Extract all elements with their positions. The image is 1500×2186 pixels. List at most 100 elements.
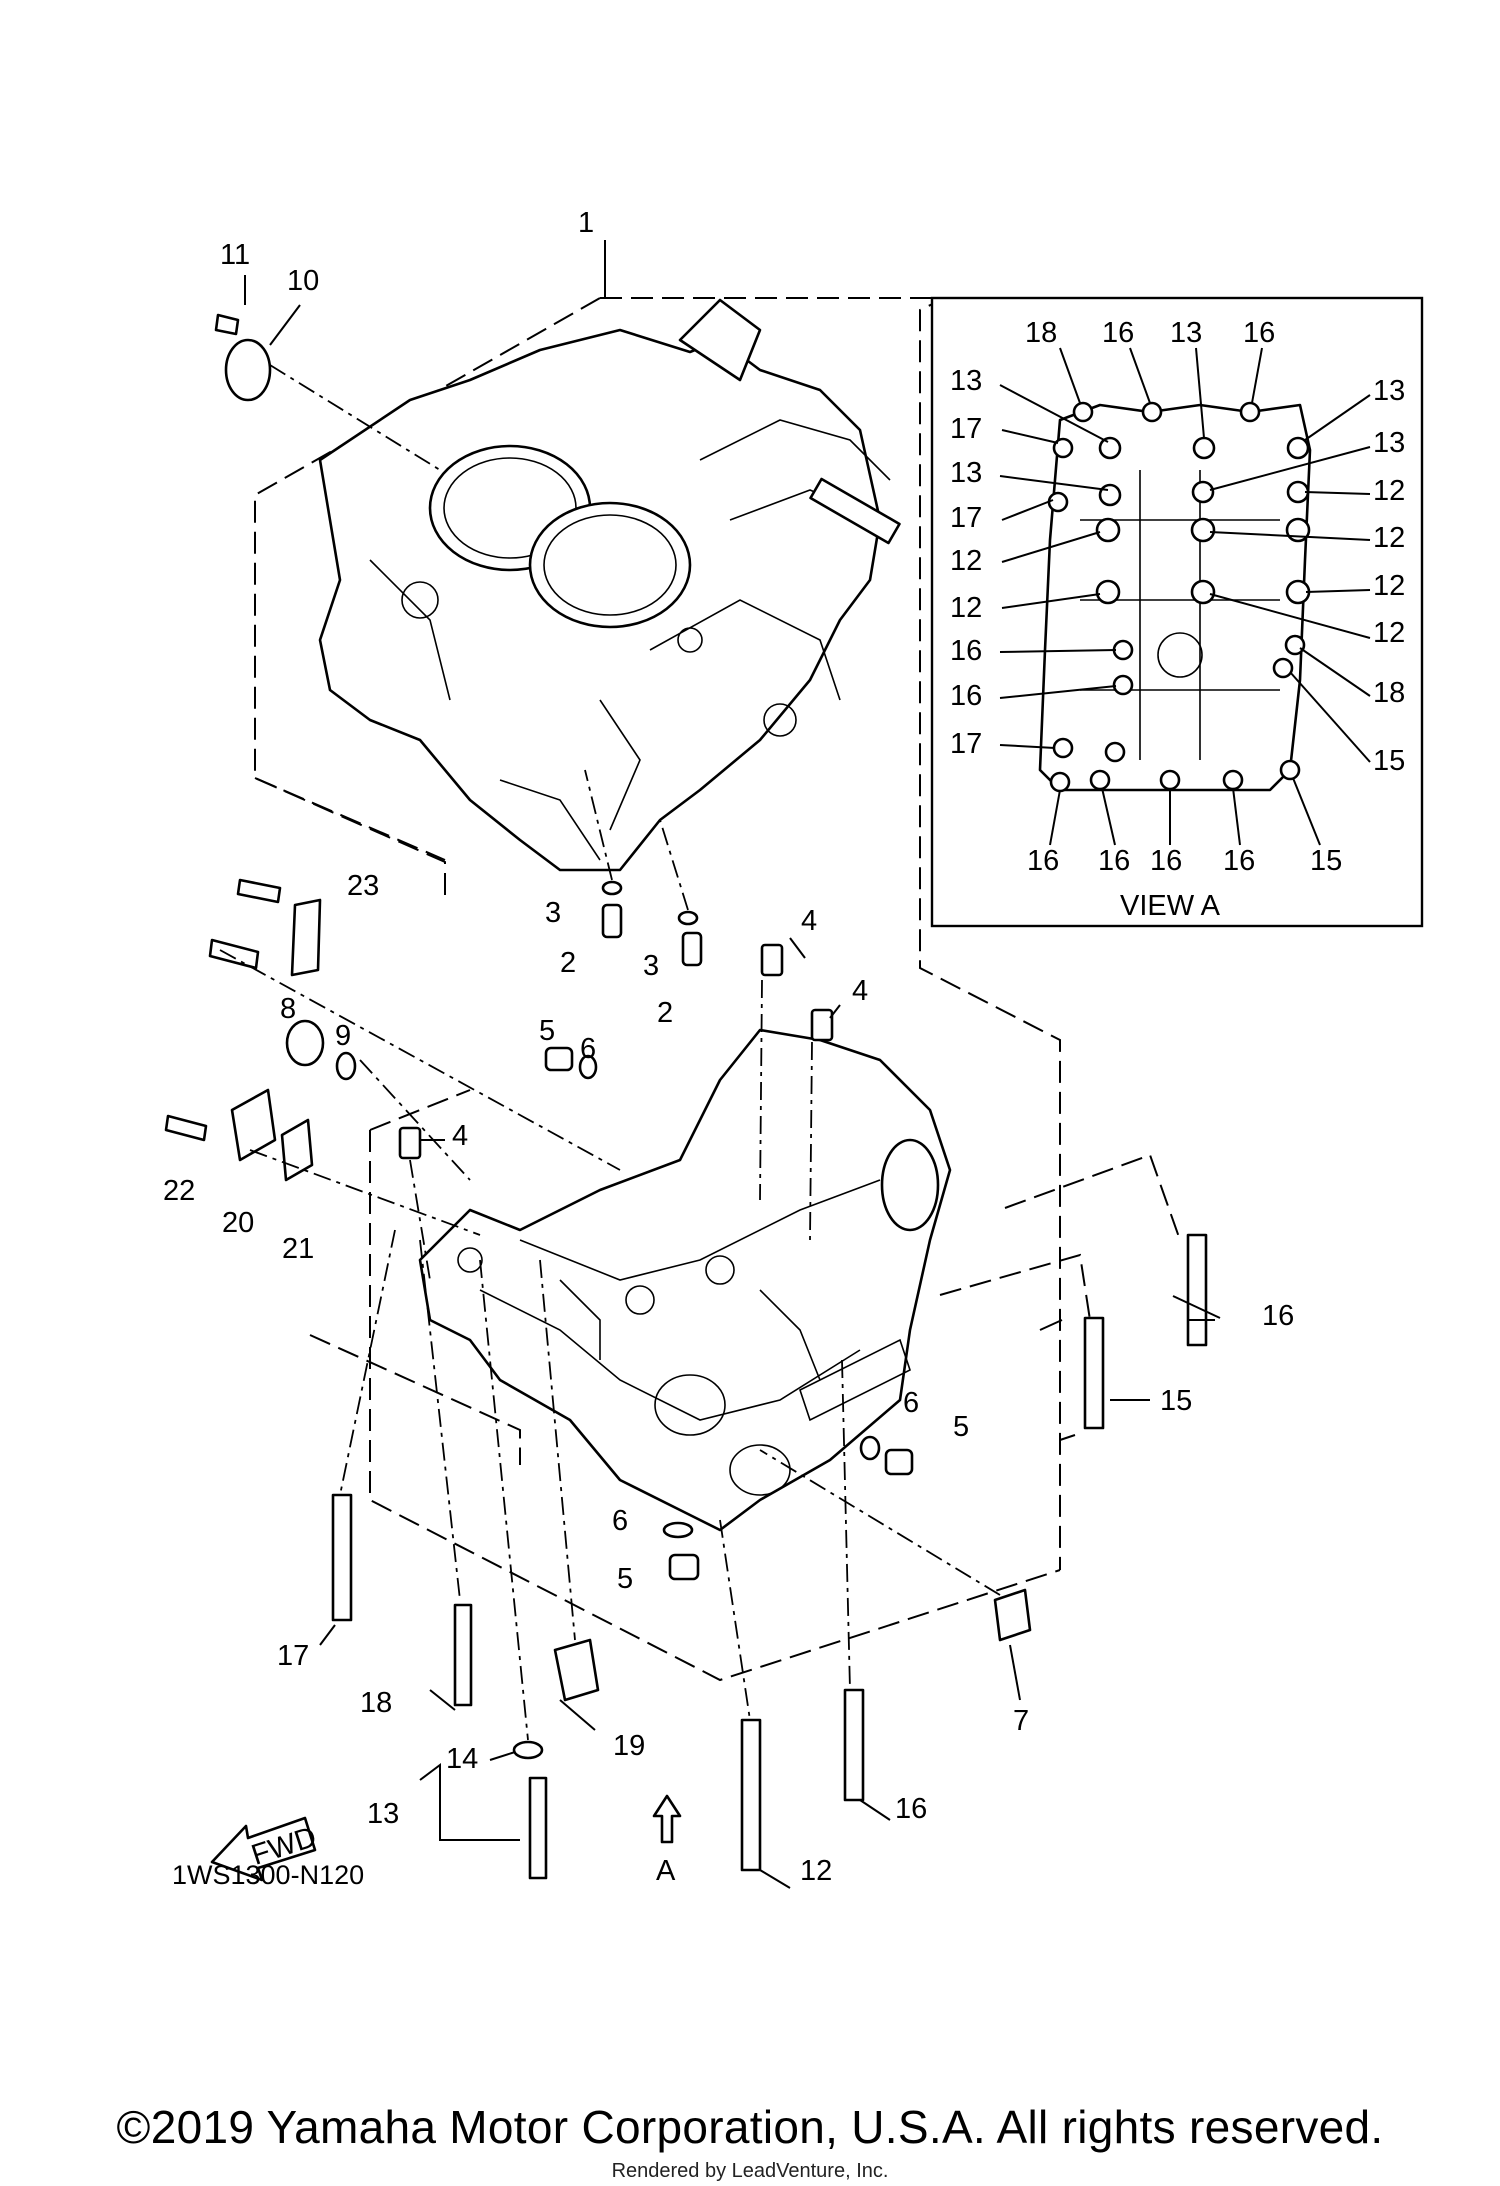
view-a-callout-12b: 12: [950, 545, 982, 577]
callout-9: 9: [335, 1020, 351, 1052]
callout-16a: 16: [1262, 1300, 1294, 1332]
callout-8: 8: [280, 993, 296, 1025]
dowel-4b: [810, 1008, 834, 1042]
copyright-notice: ©2019 Yamaha Motor Corporation, U.S.A. A…: [116, 2101, 1384, 2153]
view-a-callout-13e: 13: [1373, 427, 1405, 459]
view-a-callout-16f: 16: [1098, 845, 1130, 877]
view-a-callout-12c: 12: [1373, 522, 1405, 554]
callout-22: 22: [163, 1175, 195, 1207]
dowel-4a: [760, 943, 784, 977]
small-parts: [164, 313, 1208, 1880]
callout-18: 18: [360, 1687, 392, 1719]
clamp-19: [553, 1638, 600, 1702]
oring-6b: [859, 1435, 881, 1461]
view-a-callout-17b: 17: [950, 502, 982, 534]
view-a-callout-12f: 12: [1373, 617, 1405, 649]
callout-7: 7: [1013, 1705, 1029, 1737]
view-a-callouts: 18 16 13 16 13 17 13 13 13 17 12 12 12 1…: [950, 317, 1405, 922]
oring-3b: [677, 910, 699, 926]
callout-4b: 4: [852, 975, 868, 1007]
callout-13: 13: [367, 1798, 399, 1830]
plug-5b: [884, 1448, 914, 1476]
bolt-11: [214, 313, 240, 336]
view-a-callout-15a: 15: [1373, 745, 1405, 777]
callout-6a: 6: [580, 1033, 596, 1065]
seal-8: [285, 1019, 325, 1067]
view-a-bolt-markers: [999, 347, 1371, 846]
callout-23: 23: [347, 870, 379, 902]
oring-9: [335, 1051, 357, 1081]
callout-15: 15: [1160, 1385, 1192, 1417]
oring-6a: [578, 1054, 598, 1080]
view-a-callout-15b: 15: [1310, 845, 1342, 877]
view-a-callout-16c: 16: [950, 635, 982, 667]
view-a-callout-12d: 12: [950, 592, 982, 624]
oring-14: [512, 1740, 544, 1760]
bolt-23b: [208, 938, 260, 970]
bolt-23a: [236, 878, 282, 904]
view-a-title: VIEW A: [1120, 890, 1221, 922]
callout-1: 1: [578, 207, 594, 239]
view-a-callout-18a: 18: [1025, 317, 1057, 349]
plug-5a: [544, 1046, 574, 1072]
dowel-2a: [601, 903, 623, 939]
callout-12: 12: [800, 1855, 832, 1887]
plug-7: [993, 1588, 1032, 1642]
callout-2b: 2: [657, 997, 673, 1029]
arrow-a-label: A: [656, 1855, 676, 1887]
callout-16b: 16: [895, 1793, 927, 1825]
callout-20: 20: [222, 1207, 254, 1239]
callout-19: 19: [613, 1730, 645, 1762]
bolt-22: [164, 1114, 208, 1142]
view-a-callout-13b: 13: [950, 365, 982, 397]
bolt-17: [331, 1493, 353, 1622]
bolt-13: [528, 1776, 548, 1880]
rendered-by-notice: Rendered by LeadVenture, Inc.: [611, 2160, 889, 2182]
dowel-2b: [681, 931, 703, 967]
view-a-callout-13d: 13: [950, 457, 982, 489]
bracket-23: [290, 898, 322, 977]
main-callouts: 1 2 2 3 3 4 4 4 5 5 5 6 6 6 7 8 9 10 11 …: [163, 207, 1294, 1887]
view-a-callout-16g: 16: [1150, 845, 1182, 877]
view-a-callout-12e: 12: [1373, 570, 1405, 602]
callout-4a: 4: [801, 905, 817, 937]
callout-3a: 3: [545, 897, 561, 929]
callout-14: 14: [446, 1743, 478, 1775]
callout-11: 11: [220, 239, 250, 271]
bolt-12: [740, 1718, 762, 1872]
view-a-callout-16h: 16: [1223, 845, 1255, 877]
view-a-callout-17a: 17: [950, 413, 982, 445]
callout-5b: 5: [953, 1411, 969, 1443]
callout-5a: 5: [539, 1015, 555, 1047]
view-a-callout-16a: 16: [1102, 317, 1134, 349]
view-a-callout-16d: 16: [950, 680, 982, 712]
callout-3b: 3: [643, 950, 659, 982]
oring-6c: [662, 1521, 694, 1539]
view-a-callout-18b: 18: [1373, 677, 1405, 709]
callout-4c: 4: [452, 1120, 468, 1152]
callout-6b: 6: [903, 1387, 919, 1419]
view-a-callout-16b: 16: [1243, 317, 1275, 349]
plug-5c: [668, 1553, 700, 1581]
lead-lines: [219, 240, 1221, 1889]
callout-10: 10: [287, 265, 319, 297]
dowel-4c: [398, 1126, 422, 1160]
bolt-16-lower: [843, 1688, 865, 1802]
view-a-callout-13a: 13: [1170, 317, 1202, 349]
callout-21: 21: [282, 1233, 314, 1265]
callout-17: 17: [277, 1640, 309, 1672]
callout-6c: 6: [612, 1505, 628, 1537]
callout-2a: 2: [560, 947, 576, 979]
cover-20: [230, 1088, 277, 1162]
callout-5c: 5: [617, 1563, 633, 1595]
bolt-18: [453, 1603, 473, 1707]
view-a-inset: [930, 296, 1424, 928]
upper-crankcase: [318, 298, 901, 872]
view-a-callout-12a: 12: [1373, 475, 1405, 507]
view-a-callout-16e: 16: [1027, 845, 1059, 877]
gasket-10: [224, 338, 272, 402]
lower-crankcase-dashed-outline: [369, 1089, 1061, 1682]
view-a-arrow: A: [652, 1794, 682, 1887]
view-a-callout-17c: 17: [950, 728, 982, 760]
